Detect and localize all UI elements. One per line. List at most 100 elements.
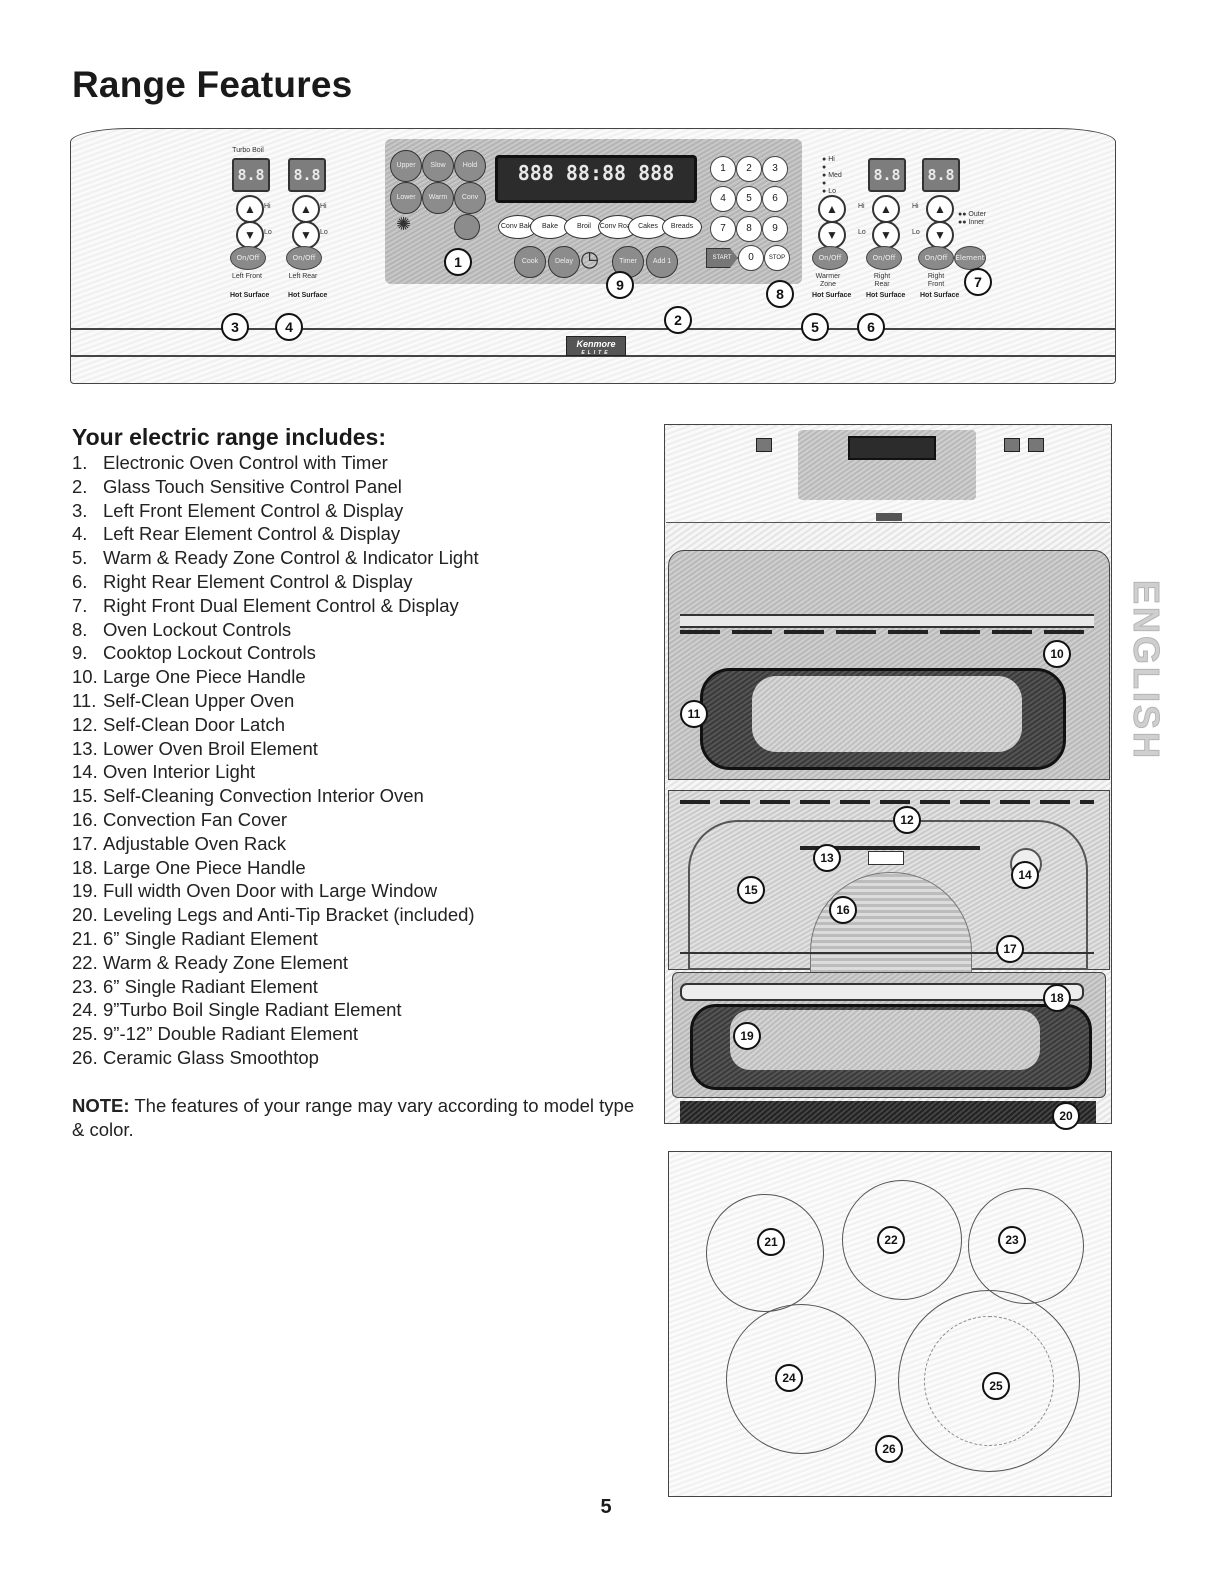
oven-light-icon: ✺ bbox=[396, 214, 412, 234]
feature-number: 15. bbox=[72, 785, 98, 807]
main-display-digits: 888 88:88 888 bbox=[517, 161, 675, 185]
callout-12: 12 bbox=[893, 806, 921, 834]
hot-surface-label: Hot Surface bbox=[866, 292, 906, 299]
feature-number: 21. bbox=[72, 927, 98, 949]
feature-text: Adjustable Oven Rack bbox=[103, 832, 287, 854]
feature-number: 19. bbox=[72, 880, 98, 902]
note-label: NOTE: bbox=[72, 1095, 130, 1116]
feature-text: Glass Touch Sensitive Control Panel bbox=[103, 475, 402, 497]
callout-7: 7 bbox=[964, 268, 992, 296]
lo-label: Lo bbox=[264, 229, 272, 236]
upper-oven-button: Upper Oven bbox=[390, 150, 422, 182]
left-front-display: 8.8 bbox=[232, 158, 270, 192]
hi-label: Hi bbox=[320, 203, 327, 210]
left-front-label: Left Front bbox=[232, 273, 262, 280]
up-arrow-icon: ▲ bbox=[872, 195, 900, 223]
left-rear-burner bbox=[706, 1194, 824, 1312]
keypad-3: 3 bbox=[762, 156, 788, 182]
feature-text: Cooktop Lockout Controls bbox=[103, 642, 316, 664]
feature-text: Convection Fan Cover bbox=[103, 808, 288, 830]
callout-20: 20 bbox=[1052, 1102, 1080, 1130]
callout-2: 2 bbox=[664, 306, 692, 334]
callout-8: 8 bbox=[766, 280, 794, 308]
mini-lcd bbox=[1028, 438, 1044, 452]
feature-item: 15.Self-Cleaning Convection Interior Ove… bbox=[72, 784, 479, 808]
callout-14: 14 bbox=[1011, 861, 1039, 889]
up-arrow-icon: ▲ bbox=[926, 195, 954, 223]
feature-item: 2.Glass Touch Sensitive Control Panel bbox=[72, 475, 479, 499]
right-rear-display: 8.8 bbox=[868, 158, 906, 192]
feature-text: 9”-12” Double Radiant Element bbox=[103, 1023, 359, 1045]
feature-number: 12. bbox=[72, 713, 98, 735]
feature-text: 6” Single Radiant Element bbox=[103, 975, 318, 997]
feature-text: Warm & Ready Zone Control & Indicator Li… bbox=[103, 547, 479, 569]
feature-number: 16. bbox=[72, 808, 98, 830]
feature-item: 18.Large One Piece Handle bbox=[72, 856, 479, 880]
options-button bbox=[454, 214, 480, 240]
on-off-button: On/Off bbox=[866, 246, 902, 270]
feature-number: 22. bbox=[72, 951, 98, 973]
feature-item: 19.Full width Oven Door with Large Windo… bbox=[72, 879, 479, 903]
feature-text: Left Rear Element Control & Display bbox=[103, 523, 401, 545]
lower-oven-handle bbox=[680, 983, 1084, 1001]
down-arrow-icon: ▼ bbox=[818, 221, 846, 249]
hot-surface-label: Hot Surface bbox=[288, 292, 328, 299]
callout-18: 18 bbox=[1043, 984, 1071, 1012]
hold-warm-button: Hold Warm bbox=[454, 150, 486, 182]
right-front-label: Right Front bbox=[927, 273, 945, 288]
warm-zone-burner bbox=[842, 1180, 962, 1300]
feature-number: 7. bbox=[72, 594, 88, 616]
broil-element bbox=[800, 846, 980, 850]
feature-number: 6. bbox=[72, 570, 88, 592]
mini-lcd bbox=[756, 438, 772, 452]
breads-button: Breads bbox=[662, 215, 702, 239]
lo-label: Lo bbox=[320, 229, 328, 236]
lower-oven-button: Lower Oven bbox=[390, 182, 422, 214]
warm-zone-button: Warm Zone bbox=[422, 182, 454, 214]
callout-3: 3 bbox=[221, 313, 249, 341]
keypad-0: 0 bbox=[738, 245, 764, 271]
kenmore-logo: Kenmore ELITE bbox=[566, 336, 626, 356]
keypad-6: 6 bbox=[762, 186, 788, 212]
feature-text: Full width Oven Door with Large Window bbox=[103, 880, 438, 902]
feature-number: 17. bbox=[72, 832, 98, 854]
heat-level-indicator: ● Hi●● Med●● Lo bbox=[822, 156, 842, 195]
element-bracket bbox=[868, 851, 904, 865]
feature-text: Right Front Dual Element Control & Displ… bbox=[103, 594, 459, 616]
feature-item: 25.9”-12” Double Radiant Element bbox=[72, 1022, 479, 1046]
feature-number: 8. bbox=[72, 618, 88, 640]
down-arrow-icon: ▼ bbox=[236, 221, 264, 249]
feature-text: Self-Clean Upper Oven bbox=[103, 689, 295, 711]
includes-heading: Your electric range includes: bbox=[72, 424, 387, 450]
keypad-2: 2 bbox=[736, 156, 762, 182]
hot-surface-label: Hot Surface bbox=[920, 292, 960, 299]
feature-text: Oven Lockout Controls bbox=[103, 618, 292, 640]
feature-text: Large One Piece Handle bbox=[103, 856, 306, 878]
callout-11: 11 bbox=[680, 700, 708, 728]
feature-item: 14.Oven Interior Light bbox=[72, 760, 479, 784]
keypad-5: 5 bbox=[736, 186, 762, 212]
down-arrow-icon: ▼ bbox=[926, 221, 954, 249]
feature-number: 26. bbox=[72, 1046, 98, 1068]
feature-item: 7. Right Front Dual Element Control & Dis… bbox=[72, 594, 479, 618]
bake-button: Bake bbox=[530, 215, 570, 239]
med-label: Med bbox=[828, 172, 842, 179]
feature-text: Self-Clean Door Latch bbox=[103, 713, 286, 735]
feature-number: 11. bbox=[72, 689, 97, 711]
feature-text: Large One Piece Handle bbox=[103, 666, 306, 688]
keypad-8: 8 bbox=[736, 216, 762, 242]
feature-item: 23.6” Single Radiant Element bbox=[72, 975, 479, 999]
display-indicators: ▪ ▪ ▪ ▪ ▪ ▪ ▪ ▪ ▪ ▪ ▪ ▪ ▪ ▪ ▪ ▪ bbox=[498, 188, 694, 200]
left-front-burner bbox=[726, 1304, 876, 1454]
feature-item: 3.Left Front Element Control & Display bbox=[72, 499, 479, 523]
feature-item: 9.Cooktop Lockout Controls bbox=[72, 641, 479, 665]
feature-number: 10. bbox=[72, 666, 98, 688]
hi-label: Hi bbox=[828, 156, 835, 163]
oven-rack bbox=[680, 952, 1094, 954]
keypad-1: 1 bbox=[710, 156, 736, 182]
callout-6: 6 bbox=[857, 313, 885, 341]
slow-cook-button: Slow Cook bbox=[422, 150, 454, 182]
element-ring-indicator: ●● Outer●● Inner bbox=[958, 211, 986, 226]
feature-item: 1.Electronic Oven Control with Timer bbox=[72, 451, 479, 475]
